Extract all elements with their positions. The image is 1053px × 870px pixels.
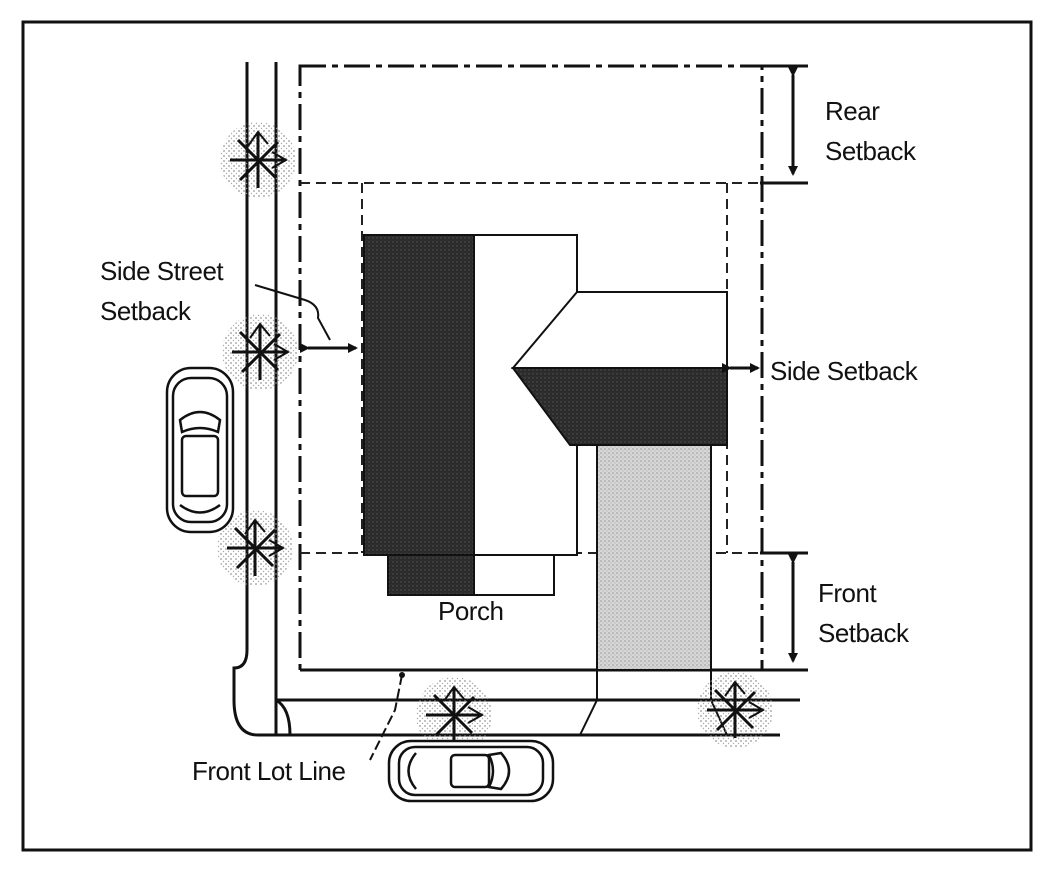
porch-dark — [387, 554, 475, 596]
car-icon — [387, 739, 555, 803]
tree-icon — [695, 670, 775, 750]
porch-light — [473, 554, 555, 596]
rear-setback-label-1: Rear — [825, 96, 880, 126]
front-lot-line-dot — [399, 672, 405, 678]
figure-frame — [21, 20, 1033, 852]
driveway — [596, 444, 712, 671]
rear-setback-label-2: Setback — [825, 136, 917, 166]
house-dark-wing — [363, 234, 475, 556]
front-setback-arrow — [760, 551, 808, 672]
front-lot-line-leader — [369, 674, 403, 761]
tree-icon — [220, 312, 300, 392]
side-street-setback-label-2: Setback — [100, 296, 192, 326]
side-street-setback-label-1: Side Street — [100, 256, 224, 286]
tree-icon — [218, 120, 298, 200]
front-lot-line-label: Front Lot Line — [192, 756, 345, 786]
garage-roof-dark — [511, 367, 728, 446]
front-setback-label-2: Setback — [818, 618, 910, 648]
front-setback-label-1: Front — [818, 578, 877, 608]
rear-setback-arrow — [760, 64, 808, 185]
side-setback-label: Side Setback — [770, 356, 919, 386]
porch-label: Porch — [438, 596, 503, 626]
car-icon — [165, 366, 235, 534]
side-street-leader — [254, 284, 331, 341]
